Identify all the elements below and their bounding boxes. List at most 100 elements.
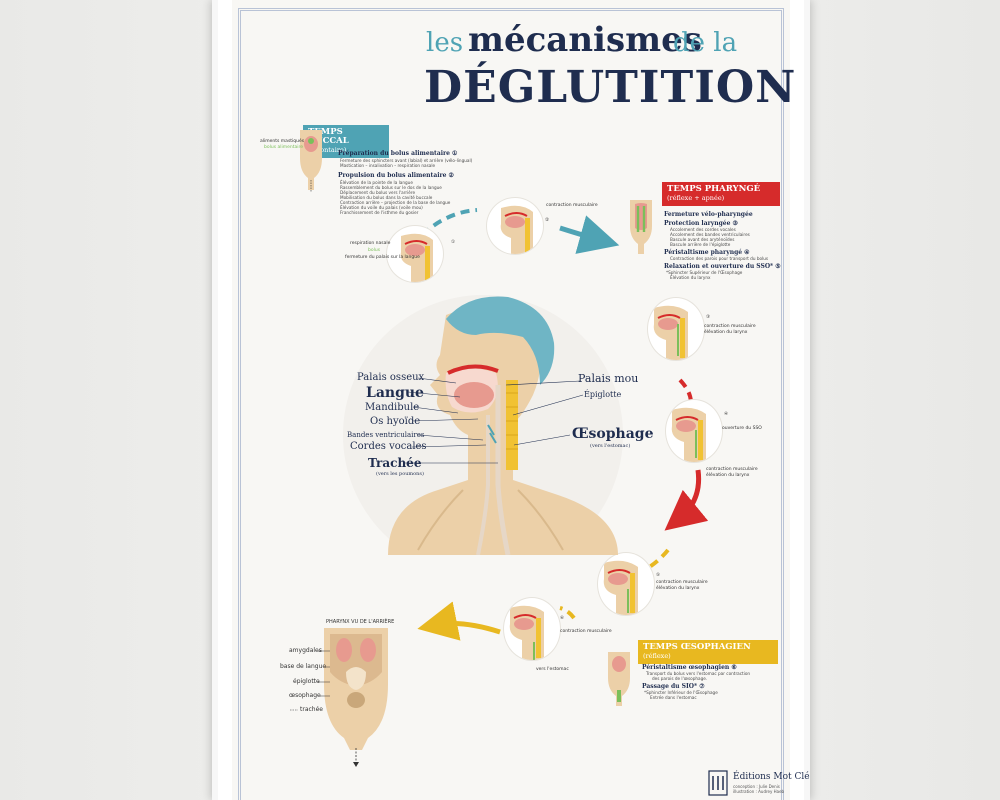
oesophagien-thumbnail-icon [608, 652, 630, 706]
stage-2-circle [487, 198, 543, 254]
pharynx-label-oesophage: œsophage [289, 692, 321, 699]
buccal-title: TEMPS BUCCAL [308, 127, 349, 146]
title-de-la: de la [673, 28, 738, 58]
stage-4-label-a: ouverture du SSO [722, 426, 762, 431]
pharynge-s3-title: Péristaltisme pharyngé ④ [664, 249, 750, 256]
publisher-credits: conception : Julie Denis illustration : … [733, 784, 784, 794]
label-langue: Langue [366, 385, 424, 401]
buccal-thumbnail-icon [300, 130, 322, 192]
publisher-credit-2: illustration : Audrey Haeb [733, 789, 785, 794]
stage-3-number: ③ [706, 315, 711, 320]
pharynx-back-view-icon [324, 628, 388, 767]
pharynge-s2-line-2: Bascule avant des aryténoïdes [670, 237, 735, 242]
buccal-s2-line-2: Déplacement du bolus vers l'arrière [340, 190, 416, 195]
label-os-hyoide: Os hyoïde [370, 416, 421, 427]
oesophagien-subtitle: (réflexe) [643, 652, 671, 660]
pharynx-label-base-langue: base de langue [280, 663, 327, 670]
stage-1-number: ① [451, 240, 456, 245]
stage-1-label-b: bolus [368, 248, 381, 253]
stage-2-number: ② [545, 218, 550, 223]
publisher-credit-1: conception : Julie Denis [733, 784, 780, 789]
poster-border [238, 8, 784, 800]
oesophagien-header: TEMPS ŒSOPHAGIEN (réflexe) [638, 640, 778, 664]
publisher-name: Éditions Mot Clé [733, 772, 810, 782]
label-palais-osseux: Palais osseux [357, 372, 425, 383]
pharynge-title: TEMPS PHARYNGÉ [667, 184, 761, 194]
label-cordes-vocales: Cordes vocales [350, 441, 427, 452]
buccal-s2-line-1: Rassemblement du bolus sur le dos de la … [340, 185, 442, 190]
pharynx-label-trachee: trachée [300, 706, 323, 713]
stage-4-number: ④ [724, 412, 729, 417]
oesophagien-s2-line-0: *Sphincter Inférieur de l'Œsophage [644, 690, 718, 695]
pharynge-s2-title: Protection laryngée ③ [664, 220, 738, 227]
oesophagien-s1-line-0: Transport du bolus vers l'estomac par co… [646, 671, 751, 676]
title-main: DÉGLUTITION [424, 62, 797, 113]
oesophagien-s1-line-1: des parois de l'œsophage. [652, 676, 708, 681]
stage-6-circle [504, 598, 560, 660]
pharynge-thumbnail-icon [630, 200, 652, 254]
label-oesophage: Œsophage [572, 426, 654, 442]
pharynge-s4-line-0: *Sphincter Supérieur de l'Œsophage [666, 270, 743, 275]
stage-5-circle [598, 553, 654, 615]
oesophagien-s2-line-1: Entrée dans l'estomac [650, 695, 697, 700]
pharynge-s2-line-1: Accolement des bandes ventriculaires [670, 232, 750, 237]
buccal-s2-line-6: Franchissement de l'isthme du gosier [340, 210, 419, 215]
buccal-s2-title: Propulsion du bolus alimentaire ② [338, 172, 454, 179]
stage-1-circle [387, 226, 443, 282]
stage-3-head-icon [653, 305, 688, 360]
oesophagien-s2-title: Passage du SIO* ⑦ [642, 683, 705, 690]
label-trachee-sub: (vers les poumons) [376, 471, 424, 477]
label-trachee: Trachée [368, 456, 422, 470]
stage-3-label-a: contraction musculaire [704, 324, 756, 329]
buccal-s1-line-1: Mastication – insalivation – respiration… [340, 163, 436, 168]
buccal-s2-line-4: Contraction arrière – projection de la b… [340, 200, 451, 205]
label-palais-mou: Palais mou [578, 372, 639, 385]
stage-2-head-icon [500, 205, 533, 254]
buccal-s1-title: Préparation du bolus alimentaire ① [338, 150, 458, 157]
pharynx-label-epiglotte: épiglotte [293, 678, 320, 685]
pharynx-title: PHARYNX VU DE L'ARRIÈRE [326, 619, 395, 625]
pharynge-s2-line-3: Bascule arrière de l'épiglotte [670, 242, 731, 247]
stage-5-label-a: contraction musculaire [656, 580, 708, 585]
buccal-thumb-label-1: aliments mastiqués [260, 139, 305, 144]
title-mecanismes: mécanismes [468, 20, 702, 60]
pharynge-s4-line-1: Élévation du larynx [670, 275, 711, 280]
central-head-illustration [343, 295, 623, 555]
stage-1-label-a: respiration nasale [350, 241, 391, 246]
stage-5-label-b: élévation du larynx [656, 586, 700, 591]
pharynge-s3-line-0: Contraction des parois pour transport du… [670, 256, 769, 261]
pharynge-s4-title: Relaxation et ouverture du SSO* ⑤ [664, 263, 781, 270]
stage-6-label-b: vers l'estomac [536, 667, 569, 672]
stage-6-label: contraction musculaire [560, 629, 612, 634]
stage-5-head-icon [603, 560, 638, 615]
stage-2-label: contraction musculaire [546, 203, 598, 208]
buccal-s1-line-0: Fermeture des sphincters avant (labial) … [340, 158, 473, 163]
stage-6-head-icon [509, 605, 544, 660]
stage-4-label-b: contraction musculaire [706, 467, 758, 472]
pharynge-subtitle: (réflexe + apnée) [667, 194, 725, 202]
buccal-s2-line-5: Élévation du voile du palais (voile mou) [340, 205, 423, 210]
title-les: les [426, 28, 464, 58]
pharynx-label-amygdales: amygdales [289, 647, 322, 654]
label-bandes-ventriculaires: Bandes ventriculaires [347, 431, 425, 439]
stage-3-label-b: élévation du larynx [704, 330, 748, 335]
label-mandibule: Mandibule [365, 402, 420, 413]
buccal-s2-line-0: Élévation de la pointe de la langue [340, 180, 413, 185]
stage-4-circle [666, 400, 722, 462]
pharynx-leader-lines [290, 650, 330, 711]
stage-3-circle [648, 298, 704, 360]
publisher-logo-icon [708, 770, 728, 796]
label-epiglotte: Épiglotte [584, 390, 622, 399]
label-oesophage-sub: (vers l'estomac) [590, 443, 631, 449]
stage-1-label-c: fermeture du palais sur la langue [345, 255, 420, 260]
oesophagien-s1-title: Péristaltisme œsophagien ⑥ [642, 664, 737, 671]
oesophagien-title: TEMPS ŒSOPHAGIEN [643, 642, 751, 652]
stage-5-number: ⑤ [656, 573, 661, 578]
buccal-thumb-label-2: bolus alimentaire [264, 145, 304, 150]
pharynge-header: TEMPS PHARYNGÉ (réflexe + apnée) [662, 182, 780, 206]
cycle-arrows [417, 208, 709, 641]
buccal-subtitle: (volontaire) [308, 146, 347, 154]
stage-6-number: ⑥ [560, 616, 565, 621]
buccal-s2-line-3: Mobilisation du bolus dans la cavité buc… [340, 195, 433, 200]
pharynge-s2-line-0: Accolement des cordes vocales [670, 227, 736, 232]
